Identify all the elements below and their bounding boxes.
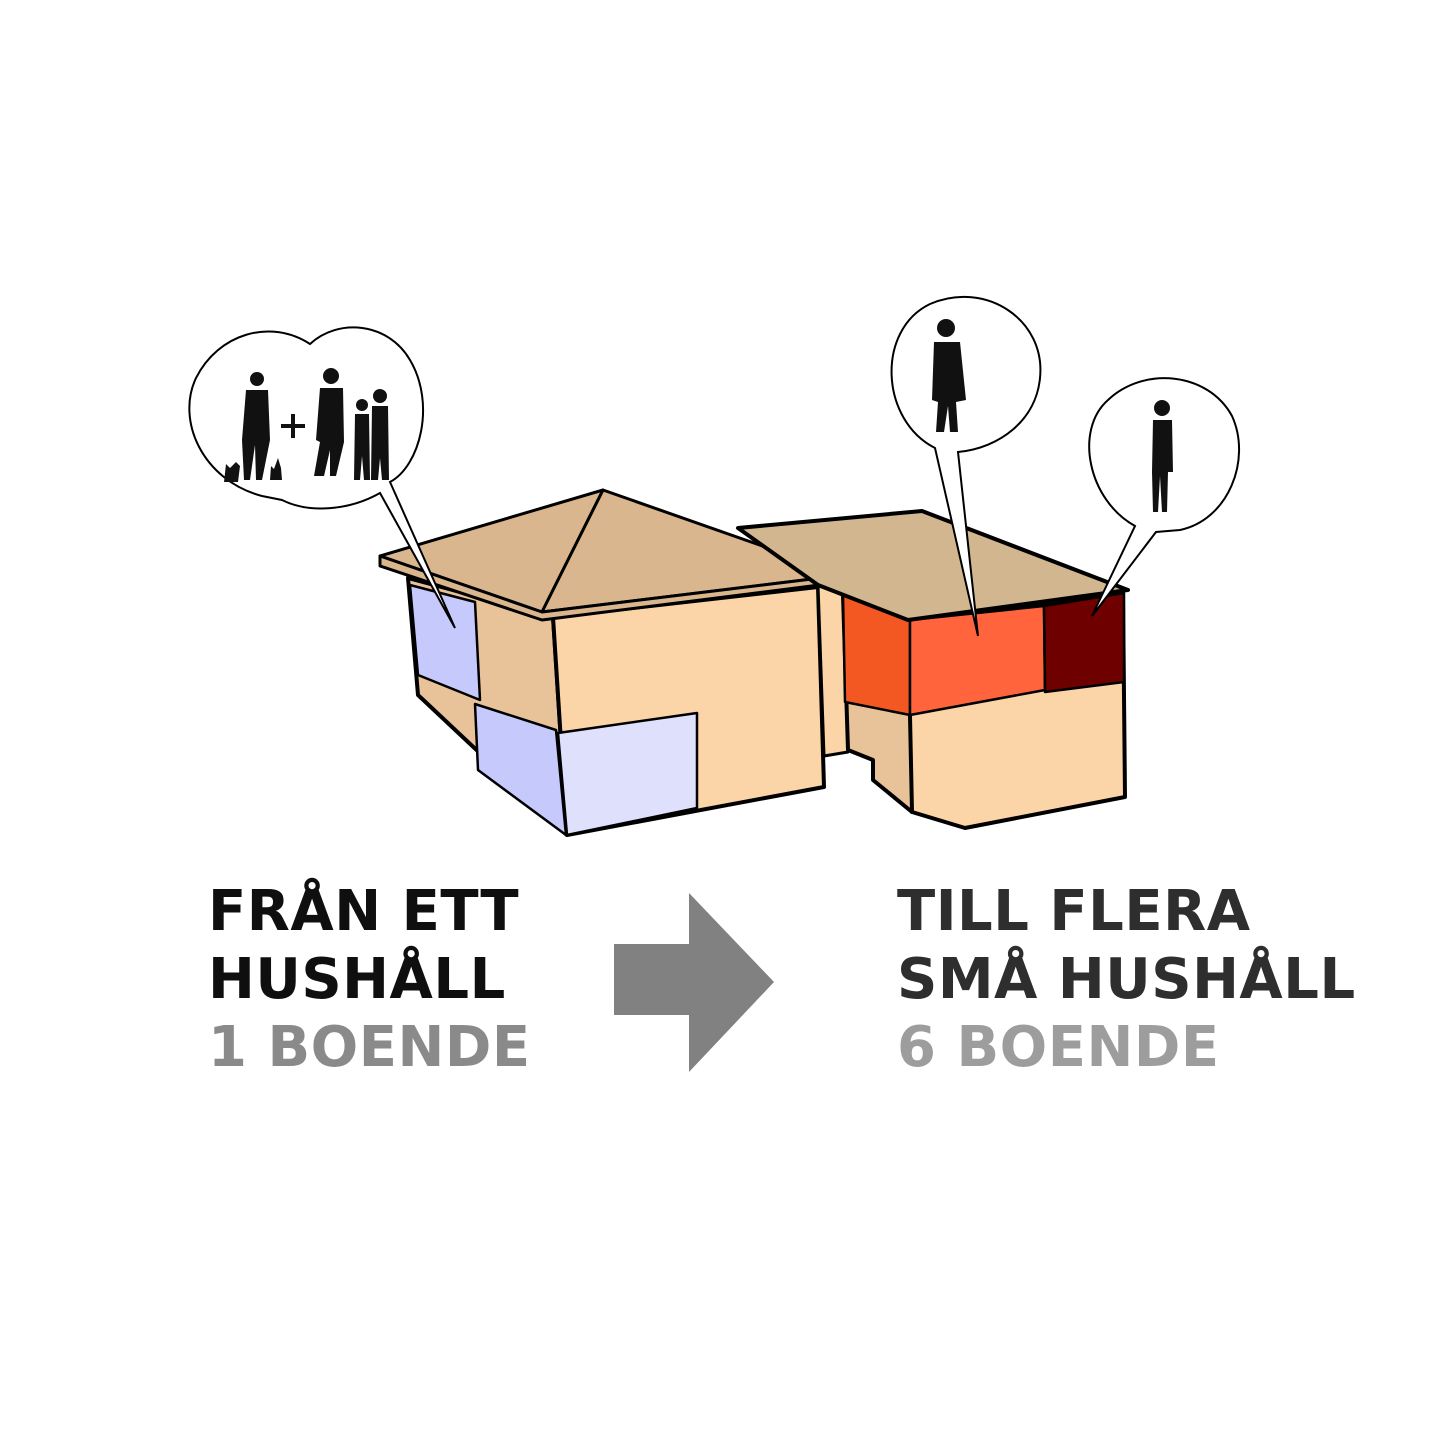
- caption-after-line2: SMÅ HUSHÅLL: [897, 947, 1356, 1012]
- caption-after-line1: TILL FLERA: [897, 879, 1251, 944]
- flat-roof: [736, 509, 1130, 622]
- family-silhouettes-icon: [224, 368, 389, 482]
- caption-before-line2: HUSHÅLL: [208, 947, 506, 1012]
- house-icon: [736, 509, 1130, 830]
- dark-red-room: [1042, 591, 1126, 694]
- resident-bubble: [890, 295, 1042, 637]
- caption-before-line1: FRÅN ETT: [208, 879, 520, 944]
- single-person-icon: [932, 319, 966, 432]
- caption-after-residents: 6 BOENDE: [897, 1015, 1220, 1080]
- caption-before-residents: 1 BOENDE: [208, 1015, 531, 1080]
- single-person-icon: [1152, 400, 1173, 512]
- house-icon: [378, 488, 847, 837]
- blue-room-front: [556, 711, 699, 837]
- blue-room-side-upper: [408, 583, 482, 702]
- caption-before: FRÅN ETT HUSHÅLL 1 BOENDE: [208, 878, 531, 1082]
- caption-after: TILL FLERA SMÅ HUSHÅLL 6 BOENDE: [897, 878, 1356, 1082]
- right-arrow-icon: [614, 893, 774, 1072]
